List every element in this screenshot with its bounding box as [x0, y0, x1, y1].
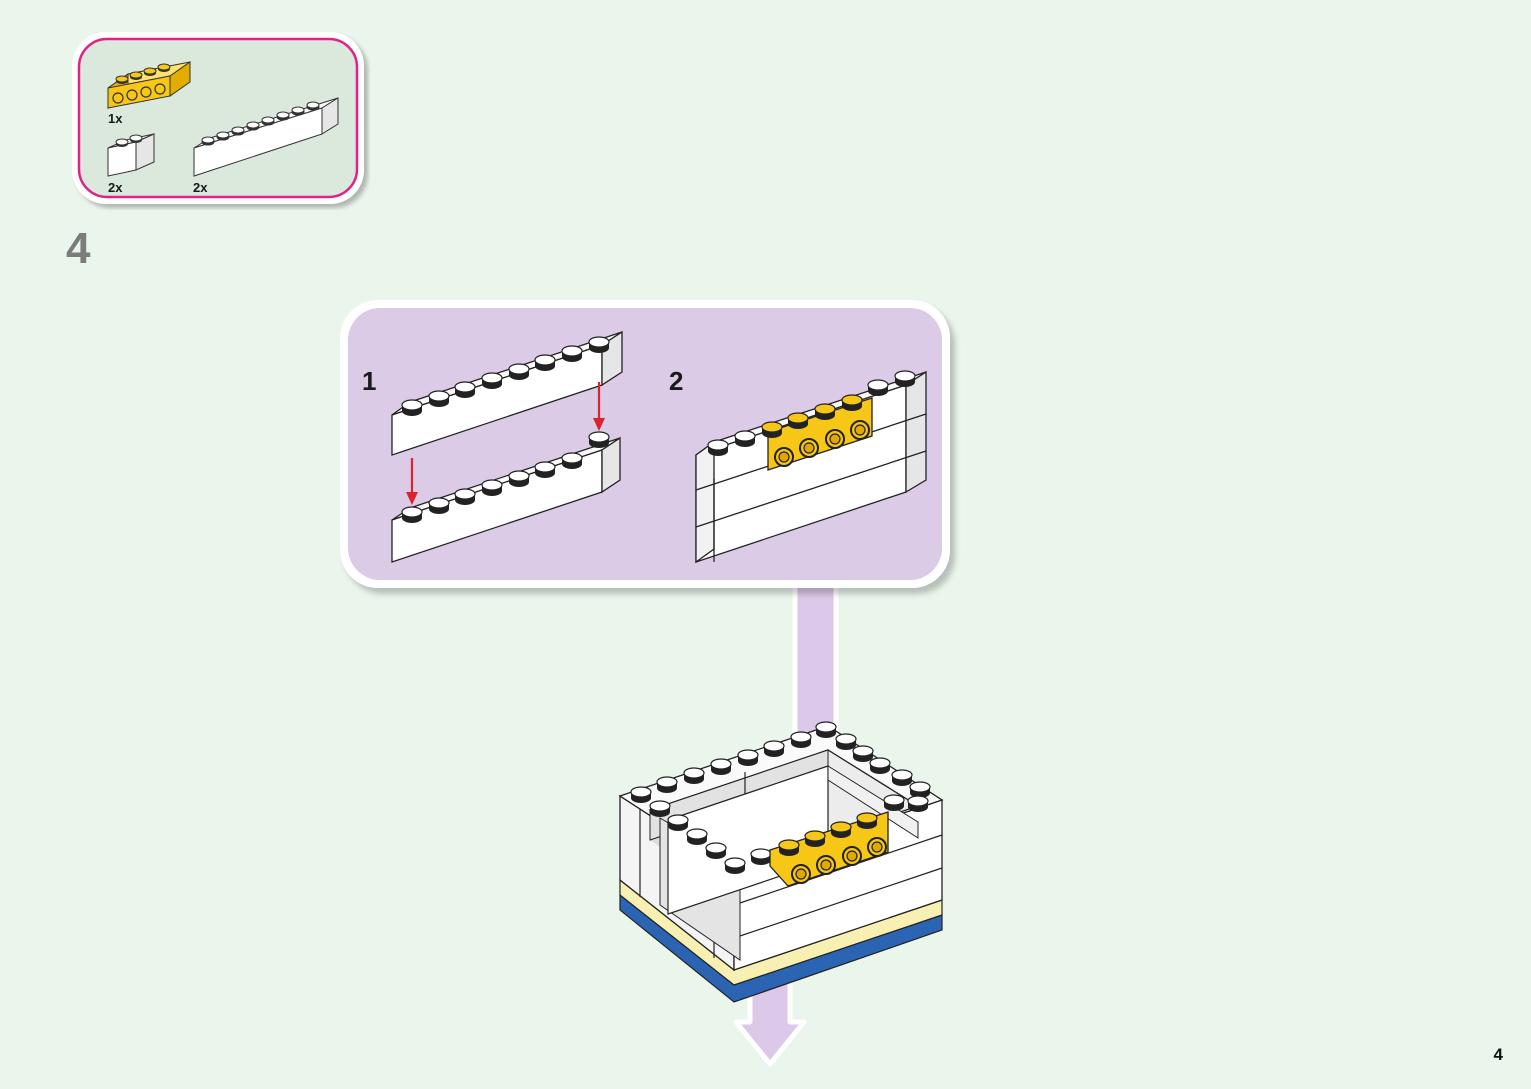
white-1x2-brick-icon [107, 133, 155, 177]
yellow-technic-brick-icon [107, 61, 191, 109]
assembled-model-icon [618, 721, 944, 1003]
placement-arrows [406, 382, 605, 505]
part-qty-white-1x8: 2x [193, 180, 208, 195]
substep-label-2: 2 [669, 366, 684, 396]
part-qty-yellow: 1x [108, 111, 123, 126]
parts-list-frame [72, 32, 364, 204]
substep1-bottom-brick-icon [391, 431, 621, 563]
substep2-wall-icon [695, 370, 927, 564]
parts-list-box [70, 30, 370, 210]
white-1x8-brick-icon [193, 97, 339, 177]
step-number: 4 [66, 224, 91, 273]
substep-label-1: 1 [362, 366, 377, 396]
substep1-top-brick-icon [391, 330, 623, 456]
page-number: 4 [1493, 1045, 1503, 1064]
part-qty-white-1x2: 2x [108, 180, 123, 195]
